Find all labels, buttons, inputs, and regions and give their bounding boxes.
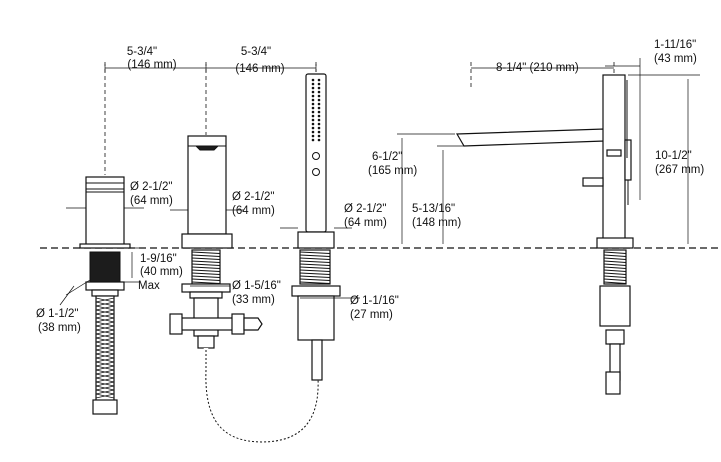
handshower-dia-imperial: Ø 2-1/2" (344, 203, 386, 215)
dim-diverter-hole: Ø 1-1/2" (38 mm) (36, 279, 91, 334)
diverter-hole-imperial: Ø 1-1/2" (36, 308, 78, 320)
dim-overall-height: 10-1/2" (267 mm) (628, 74, 704, 244)
spout-depth-imperial: 1-11/16" (654, 39, 696, 51)
dim-spout-height: 6-1/2" (165 mm) (368, 133, 455, 244)
dim-spacing-left: 5-3/4" (146 mm) (104, 46, 207, 72)
diverter-dia-imperial: Ø 2-1/2" (130, 181, 172, 193)
dim-valve-dia: Ø 2-1/2" (64 mm) (170, 191, 275, 217)
dim-spacing-right-metric: (146 mm) (235, 63, 284, 75)
spout-shank (599, 249, 631, 395)
dim-valve-hole: Ø 1-5/16" (33 mm) (190, 280, 281, 306)
dim-spacing-right: 5-3/4" (146 mm) (206, 46, 317, 75)
valve-hole-metric: (33 mm) (232, 294, 275, 306)
spout (455, 74, 634, 249)
deck-thickness-imperial: 1-9/16" (140, 253, 177, 265)
valve-hole-imperial: Ø 1-5/16" (232, 280, 281, 292)
outlet-height-metric: (148 mm) (412, 217, 461, 229)
dim-handshower-dia: Ø 2-1/2" (64 mm) (280, 203, 387, 229)
overall-height-imperial: 10-1/2" (655, 150, 692, 162)
valve-shank (169, 249, 263, 349)
handshower-shank (291, 249, 341, 381)
dim-deck-thickness: 1-9/16" (40 mm) Max (120, 247, 183, 292)
deck-thickness-metric: (40 mm) (140, 266, 183, 278)
dim-spacing-left-imperial: 5-3/4" (127, 46, 157, 58)
handshower (297, 73, 335, 249)
diverter-shank (85, 251, 125, 415)
dim-outlet-height: 5-13/16" (148 mm) (412, 145, 464, 244)
handshower-hole-metric: (27 mm) (350, 309, 393, 321)
valve-dia-imperial: Ø 2-1/2" (232, 191, 274, 203)
dim-spacing-right-imperial: 5-3/4" (241, 46, 271, 58)
dim-spout-reach: 8-1/4" (210 mm) (471, 62, 614, 74)
diverter-hole-metric: (38 mm) (38, 322, 81, 334)
dim-diverter-dia: Ø 2-1/2" (64 mm) (66, 181, 173, 209)
diverter-body (79, 176, 131, 249)
diverter-dia-metric: (64 mm) (130, 195, 173, 207)
dim-spout-depth: 1-11/16" (43 mm) (605, 39, 697, 200)
spout-height-metric: (165 mm) (368, 165, 417, 177)
spout-reach-label: 8-1/4" (210 mm) (496, 62, 579, 74)
valve-dia-metric: (64 mm) (232, 205, 275, 217)
handshower-dia-metric: (64 mm) (344, 217, 387, 229)
outlet-height-imperial: 5-13/16" (412, 203, 455, 215)
spout-depth-metric: (43 mm) (654, 53, 697, 65)
deck-thickness-note: Max (138, 280, 160, 292)
valve-body (181, 135, 233, 249)
overall-height-metric: (267 mm) (655, 164, 704, 176)
spout-height-imperial: 6-1/2" (372, 151, 402, 163)
dim-spacing-left-metric: (146 mm) (127, 59, 176, 71)
handshower-hole-imperial: Ø 1-1/16" (350, 295, 399, 307)
dim-handshower-hole: Ø 1-1/16" (27 mm) (300, 295, 399, 321)
